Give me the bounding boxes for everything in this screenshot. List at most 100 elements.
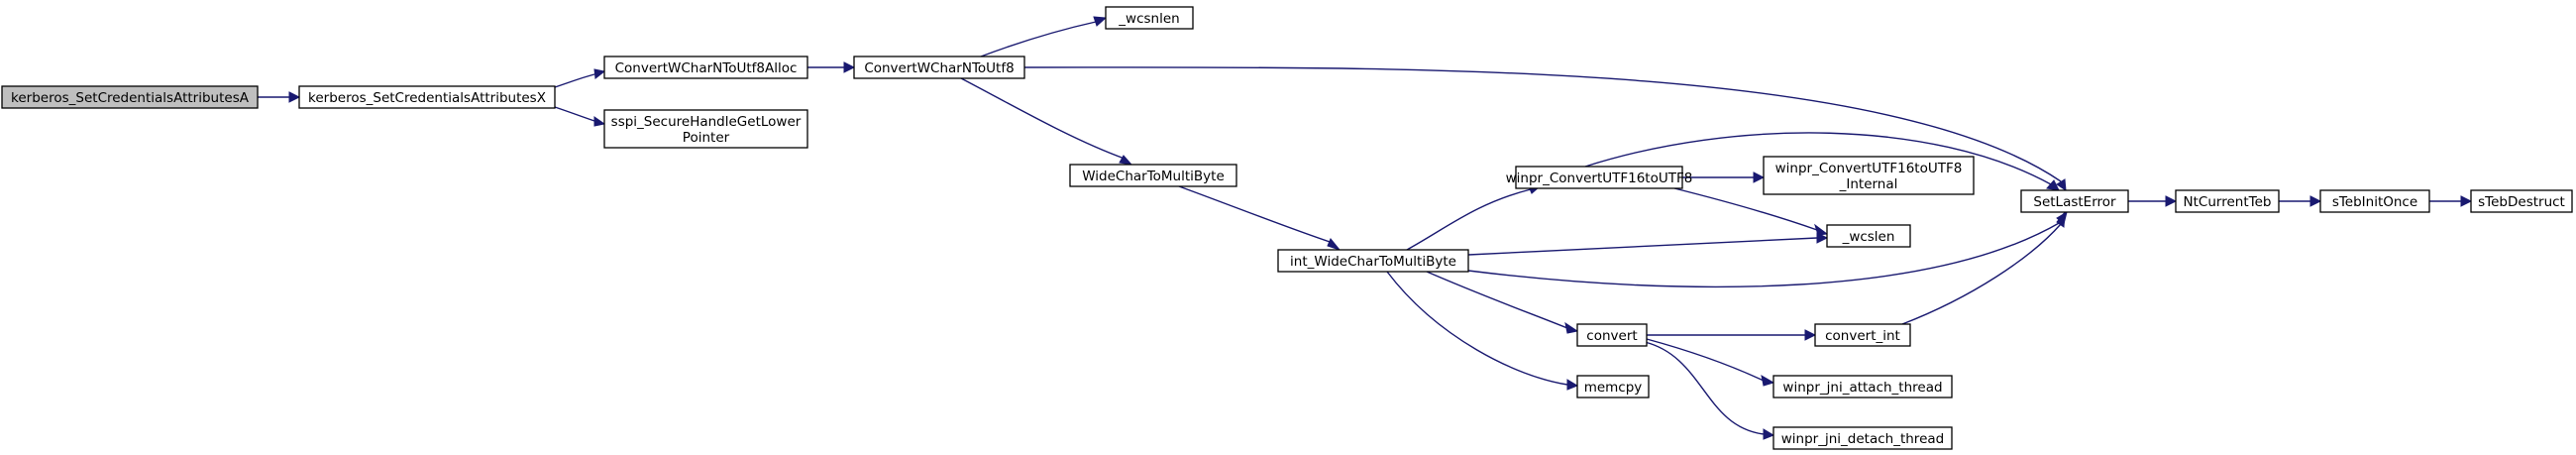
- edge-line: [980, 21, 1097, 57]
- node--wcsnlen[interactable]: _wcsnlen: [1105, 6, 1194, 30]
- edge-n9-to-n10: [2429, 195, 2473, 207]
- edge-n4-to-n5: [980, 16, 1108, 57]
- edge-n17-to-n6: [1901, 210, 2066, 325]
- node-label: winpr_jni_attach_thread: [1782, 380, 1942, 396]
- node-stebinitonce[interactable]: sTebInitOnce: [2319, 189, 2430, 213]
- arrowhead-icon: [1763, 428, 1775, 440]
- edge-n11-to-n12: [1406, 183, 1541, 251]
- edge-n11-to-n15: [1386, 271, 1579, 391]
- node-kerberos-setcredentialsattributesx[interactable]: kerberos_SetCredentialsAttributesX: [298, 85, 556, 109]
- node-label: memcpy: [1584, 380, 1643, 396]
- edge-n11-to-n13: [1467, 232, 1829, 256]
- node-label: sspi_SecureHandleGetLower: [611, 114, 802, 130]
- node-winpr-convertutf16toutf8[interactable]: winpr_ConvertUTF16toUTF8: [1506, 166, 1693, 189]
- node-int-widechartomultibyte[interactable]: int_WideCharToMultiByte: [1277, 249, 1469, 273]
- edges-layer: [258, 16, 2473, 440]
- arrowhead-icon: [1093, 16, 1108, 27]
- node-convertwcharntoutf8alloc[interactable]: ConvertWCharNToUtf8Alloc: [603, 56, 808, 79]
- arrowhead-icon: [1761, 375, 1775, 387]
- node-winpr-jni-detach-thread[interactable]: winpr_jni_detach_thread: [1772, 426, 1953, 450]
- edge-n4-to-n6: [1023, 66, 2067, 191]
- node-label: SetLastError: [2033, 194, 2116, 210]
- node-winpr-jni-attach-thread[interactable]: winpr_jni_attach_thread: [1772, 375, 1953, 398]
- edge-line: [1673, 187, 1818, 231]
- edge-n12-to-n13: [1673, 187, 1829, 236]
- edge-n14-to-n17: [1647, 329, 1817, 341]
- node-label: kerberos_SetCredentialsAttributesX: [308, 90, 546, 106]
- node-label: _Internal: [1839, 176, 1898, 192]
- edge-line: [1426, 271, 1568, 329]
- edge-n0-to-n1: [258, 91, 301, 103]
- arrowhead-icon: [2309, 195, 2322, 207]
- node-box: [1772, 426, 1953, 450]
- node-stebdestruct[interactable]: sTebDestruct: [2470, 189, 2573, 213]
- node-convertwcharntoutf8[interactable]: ConvertWCharNToUtf8: [853, 56, 1025, 79]
- arrowhead-icon: [2460, 195, 2473, 207]
- edge-line: [1467, 221, 2062, 288]
- node-box: [603, 56, 808, 79]
- edge-n12-to-n6: [1584, 132, 2060, 191]
- edge-line: [960, 77, 1126, 160]
- node-label: convert: [1586, 328, 1637, 344]
- node-box: [1, 85, 259, 109]
- node-box: [2319, 189, 2430, 213]
- arrowhead-icon: [1804, 329, 1817, 341]
- node-box: [1515, 166, 1683, 189]
- node-label: convert_int: [1825, 328, 1900, 344]
- arrowhead-icon: [2046, 179, 2060, 191]
- arrowhead-icon: [1327, 238, 1342, 252]
- edge-line: [1467, 237, 1818, 256]
- node-label: ConvertWCharNToUtf8Alloc: [615, 60, 798, 76]
- node-label: Pointer: [683, 130, 730, 146]
- edge-n14-to-n19: [1644, 341, 1775, 440]
- edge-line: [1644, 341, 1765, 435]
- node-label: sTebDestruct: [2478, 194, 2565, 210]
- edge-line: [1023, 66, 2062, 182]
- edge-n1-to-n2: [554, 68, 606, 88]
- node-setlasterror[interactable]: SetLastError: [2020, 189, 2129, 213]
- node-label: ConvertWCharNToUtf8: [864, 60, 1014, 76]
- edge-line: [1178, 185, 1334, 244]
- edge-n11-to-n6: [1467, 210, 2068, 288]
- node-convert[interactable]: convert: [1576, 323, 1648, 347]
- node-box: [298, 85, 556, 109]
- node-winpr-convertutf16toutf8-internal[interactable]: winpr_ConvertUTF16toUTF8_Internal: [1763, 156, 1975, 195]
- node-ntcurrentteb[interactable]: NtCurrentTeb: [2175, 189, 2280, 213]
- node-label: NtCurrentTeb: [2184, 194, 2272, 210]
- arrowhead-icon: [1753, 171, 1766, 183]
- edge-n8-to-n9: [2279, 195, 2322, 207]
- node-box: [1763, 156, 1975, 195]
- node-box: [2020, 189, 2129, 213]
- node-box: [1772, 375, 1953, 398]
- arrowhead-icon: [593, 116, 606, 127]
- node-box: [1105, 6, 1194, 30]
- edge-n14-to-n18: [1646, 338, 1775, 387]
- arrowhead-icon: [1814, 223, 1829, 236]
- arrowhead-icon: [843, 61, 856, 73]
- arrowhead-icon: [1816, 232, 1829, 244]
- node-label: _wcslen: [1842, 229, 1895, 245]
- node-box: [1814, 323, 1911, 347]
- edge-n4-to-n7: [960, 77, 1133, 166]
- node-convert-int[interactable]: convert_int: [1814, 323, 1911, 347]
- node--wcslen[interactable]: _wcslen: [1826, 224, 1911, 248]
- node-label: kerberos_SetCredentialsAttributesA: [11, 90, 250, 106]
- node-box: [603, 109, 808, 149]
- arrowhead-icon: [2165, 195, 2178, 207]
- node-box: [1069, 164, 1237, 187]
- node-label: _wcsnlen: [1118, 11, 1179, 27]
- node-box: [1576, 375, 1650, 398]
- edge-n7-to-n11: [1178, 185, 1342, 252]
- node-widechartomultibyte[interactable]: WideCharToMultiByte: [1069, 164, 1237, 187]
- node-label: sTebInitOnce: [2332, 194, 2417, 210]
- node-label: winpr_ConvertUTF16toUTF8: [1775, 161, 1963, 176]
- arrowhead-icon: [2056, 210, 2066, 228]
- node-box: [1826, 224, 1911, 248]
- node-label: int_WideCharToMultiByte: [1290, 254, 1456, 270]
- edge-n2-to-n4: [807, 61, 856, 73]
- node-memcpy[interactable]: memcpy: [1576, 375, 1650, 398]
- node-kerberos-setcredentialsattributesa: kerberos_SetCredentialsAttributesA: [1, 85, 259, 109]
- arrowhead-icon: [288, 91, 301, 103]
